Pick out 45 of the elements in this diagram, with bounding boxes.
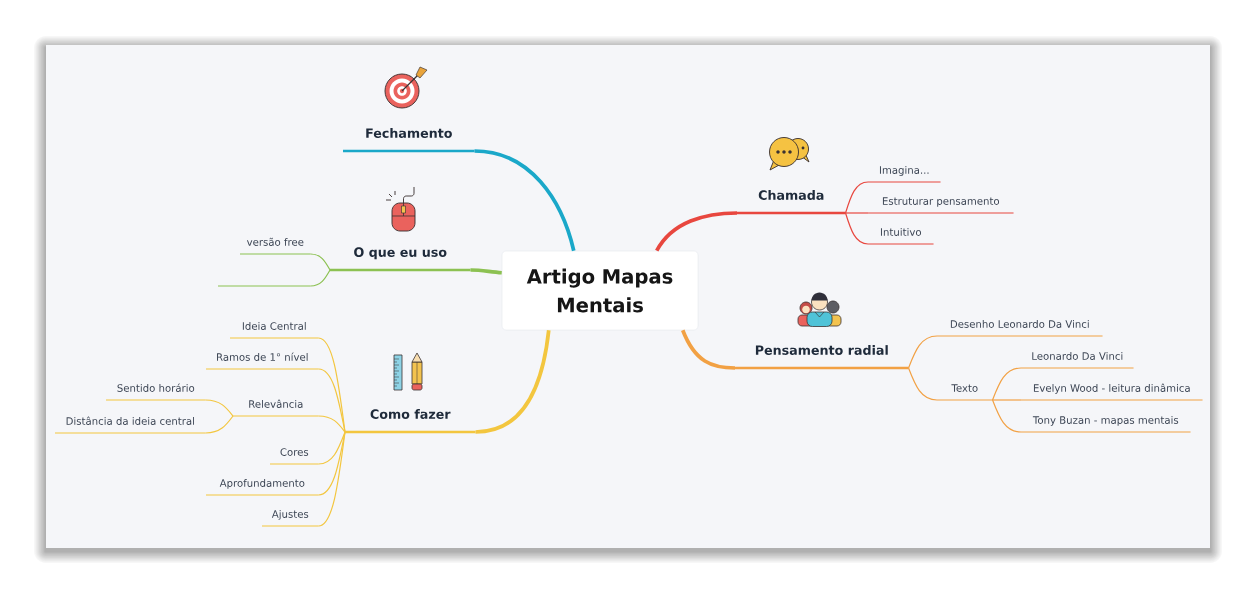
branch-line — [681, 329, 736, 370]
subtopic-label: Tony Buzan - mapas mentais — [1020, 416, 1192, 433]
subtopic-label: Leonardo Da Vinci — [1020, 352, 1135, 369]
subtopic-label: Ideia Central — [229, 322, 320, 339]
branch-line — [907, 367, 938, 401]
subtopic-label: versão free — [239, 237, 312, 255]
branch-line — [474, 149, 576, 252]
branch-underline — [217, 285, 312, 287]
branch-line — [844, 181, 869, 214]
subtopic-label: Estruturar pensamento — [867, 197, 1015, 214]
subtopic-label: Imagina... — [867, 166, 942, 183]
branch-line — [309, 253, 331, 271]
subtopic-label: Ajustes — [261, 510, 320, 527]
subtopic-label: Desenho Leonardo Da Vinci — [936, 320, 1104, 337]
subtopic-label: Texto — [936, 384, 994, 401]
topic-label: Fechamento — [343, 128, 475, 153]
branch-line — [317, 431, 346, 465]
branch-line — [317, 431, 346, 527]
branch-line — [204, 415, 234, 434]
topic-label: Como fazer — [345, 409, 476, 434]
topic-label: Pensamento radial — [735, 345, 909, 370]
branch-line — [991, 399, 1022, 401]
subtopic-label: Distância da ideia central — [54, 416, 207, 434]
branch-line — [317, 415, 346, 433]
branch-line — [991, 399, 1022, 433]
subtopic-label: Ramos de 1° nível — [205, 352, 320, 370]
subtopic-label: Sentido horário — [105, 383, 207, 401]
topic-label: O que eu uso — [330, 247, 471, 272]
subtopic-label: Evelyn Wood - leitura dinâmica — [1020, 383, 1204, 401]
subtopic-label: Cores — [269, 448, 320, 465]
branch-line — [844, 212, 869, 245]
branch-line — [655, 211, 738, 252]
topic-label: Chamada — [737, 190, 846, 215]
branch-line — [991, 367, 1022, 401]
branch-line — [907, 335, 938, 369]
subtopic-label: Aprofundamento — [205, 479, 320, 496]
branch-line — [317, 368, 346, 433]
subtopic-label: Intuitivo — [867, 228, 935, 245]
branch-line — [309, 269, 331, 287]
subtopic-label: Relevância — [232, 399, 320, 417]
branch-line — [844, 212, 869, 214]
branch-line — [204, 399, 234, 417]
branch-line — [470, 268, 502, 275]
central-topic-box: Artigo Mapas Mentais — [501, 250, 699, 331]
branch-line — [475, 330, 551, 434]
